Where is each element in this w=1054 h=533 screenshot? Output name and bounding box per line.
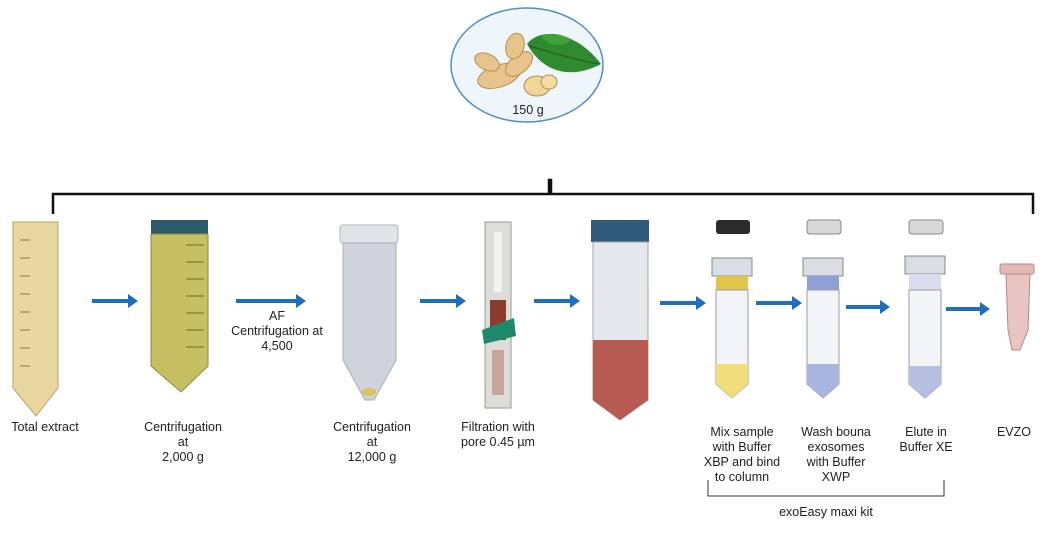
- filtration-syringe: [482, 221, 516, 409]
- arrow-head-icon: [570, 294, 580, 308]
- step-label-line: Elute in: [905, 425, 947, 439]
- step-label-wash: Wash bouna exosomes with Buffer XWP: [786, 425, 886, 485]
- step-label-line: 12,000 g: [347, 450, 397, 464]
- step-label-line: Centrifugation: [144, 420, 222, 434]
- tube-centrifugation-2000: [150, 220, 209, 393]
- column-buffer-xwp: [802, 219, 844, 399]
- step-label-line: XBP and bind: [703, 455, 781, 469]
- step-label-line: to column: [714, 470, 770, 484]
- step-label-line: with Buffer: [712, 440, 772, 454]
- arrow-head-icon: [296, 294, 306, 308]
- arrow-head-icon: [880, 300, 890, 314]
- step-label-line: with Buffer: [806, 455, 866, 469]
- step-label-line: Buffer XE: [899, 440, 953, 454]
- grouping-bracket: [51, 178, 1035, 214]
- step-label-line: XWP: [821, 470, 851, 484]
- kit-brace: [707, 480, 945, 497]
- arrow-label: AF Centrifugation at 4,500: [222, 309, 332, 354]
- step-label-line: at: [177, 435, 189, 449]
- step-label-line: 2,000 g: [162, 450, 204, 464]
- step-label-mix-sample: Mix sample with Buffer XBP and bind to c…: [692, 425, 792, 485]
- leaf-icon: [527, 33, 601, 73]
- column-buffer-xe: [904, 219, 946, 399]
- tube-filtrate: [591, 220, 649, 421]
- arrow-head-icon: [696, 296, 706, 310]
- step-label-centrifugation-12000: Centrifugation at 12,000 g: [322, 420, 422, 465]
- tube-total-extract: [12, 221, 59, 417]
- step-label-centrifugation-2000: Centrifugation at 2,000 g: [133, 420, 233, 465]
- step-label-line: Filtration with: [461, 420, 535, 434]
- step-label-line: Wash bouna: [801, 425, 871, 439]
- source-amount: 150 g: [512, 103, 544, 117]
- process-arrows: [92, 294, 990, 316]
- arrow-head-icon: [456, 294, 466, 308]
- step-label-total-extract: Total extract: [0, 420, 90, 435]
- tube-centrifugation-12000: [339, 224, 399, 401]
- kit-label: exoEasy maxi kit: [779, 505, 873, 519]
- tube-evzo: [999, 263, 1035, 351]
- arrow-head-icon: [792, 296, 802, 310]
- step-label-line: Total extract: [11, 420, 79, 434]
- step-label-elute: Elute in Buffer XE: [876, 425, 976, 455]
- step-label-filtration: Filtration with pore 0.45 µm: [448, 420, 548, 450]
- ginger-root-icon: [474, 32, 558, 97]
- arrow-head-icon: [980, 302, 990, 316]
- step-label-line: Mix sample: [710, 425, 774, 439]
- step-label-line: EVZO: [996, 425, 1032, 439]
- step-label-line: pore 0.45 µm: [461, 435, 535, 449]
- arrow-label-line: Centrifugation at: [231, 324, 323, 338]
- step-label-line: at: [366, 435, 378, 449]
- step-label-evzo: EVZO: [984, 425, 1044, 440]
- arrow-head-icon: [128, 294, 138, 308]
- ginger-illustration: [450, 7, 604, 123]
- arrow-label-line: AF: [269, 309, 285, 323]
- arrow-label-line: 4,500: [261, 339, 293, 353]
- ginger-source: 150 g: [449, 6, 606, 124]
- step-label-line: exosomes: [807, 440, 865, 454]
- column-buffer-xbp: [711, 220, 753, 399]
- step-label-line: Centrifugation: [333, 420, 411, 434]
